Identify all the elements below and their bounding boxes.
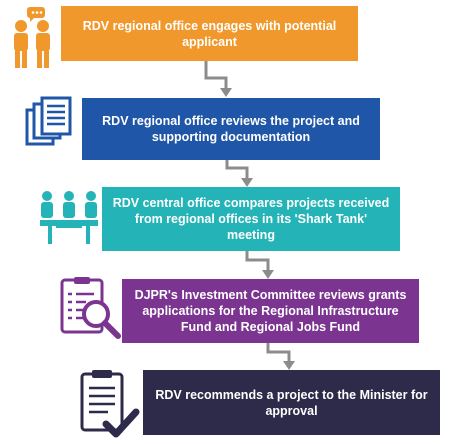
- connector-4-5: [266, 343, 291, 363]
- step-2-box: RDV regional office reviews the project …: [82, 98, 380, 160]
- step-4-text: DJPR's Investment Committee reviews gran…: [134, 288, 407, 334]
- connector-2-3: [225, 160, 249, 180]
- step-3-text: RDV central office compares projects rec…: [112, 196, 390, 242]
- connector-1-2: [204, 61, 228, 90]
- step-5-text: RDV recommends a project to the Minister…: [155, 387, 428, 418]
- clipboard-check-icon: [80, 370, 140, 438]
- step-4-box: DJPR's Investment Committee reviews gran…: [122, 279, 419, 343]
- step-3-box: RDV central office compares projects rec…: [102, 187, 400, 251]
- step-1-box: RDV regional office engages with potenti…: [61, 6, 358, 61]
- arrowhead-1: [220, 88, 232, 97]
- meeting-icon: [40, 191, 98, 244]
- arrowhead-4: [283, 361, 295, 370]
- arrowhead-3: [262, 270, 274, 279]
- connector-3-4: [245, 251, 270, 272]
- people-talking-icon: [14, 7, 50, 68]
- arrowhead-2: [241, 178, 253, 187]
- documents-icon: [25, 96, 72, 146]
- step-1-text: RDV regional office engages with potenti…: [82, 18, 337, 49]
- checklist-magnifier-icon: [60, 277, 121, 339]
- step-2-text: RDV regional office reviews the project …: [102, 114, 360, 144]
- step-5-box: RDV recommends a project to the Minister…: [143, 370, 440, 435]
